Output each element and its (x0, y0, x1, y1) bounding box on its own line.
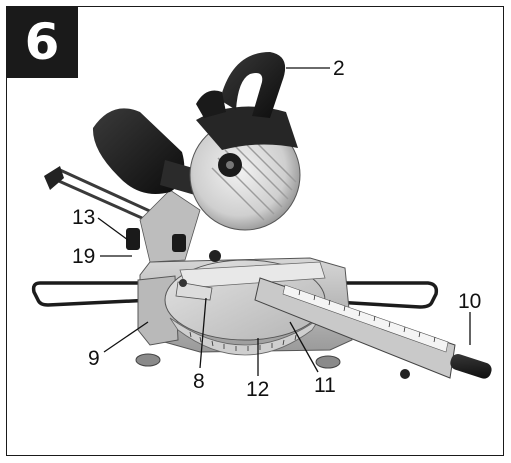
callout-9: 9 (88, 347, 100, 370)
bevel-lock-knob (126, 228, 140, 250)
ruler-scale-strip (282, 284, 449, 353)
bevel-clamp (179, 279, 187, 287)
leader-9 (103, 321, 149, 353)
base-knob (400, 369, 410, 379)
base-foot-left (135, 353, 161, 367)
callout-13: 13 (72, 206, 95, 229)
callout-2: 2 (333, 57, 345, 80)
callout-10: 10 (458, 290, 481, 313)
blade-arbor-bolt (226, 161, 234, 169)
figure-number-badge: 6 (6, 6, 78, 78)
figure-frame (6, 6, 504, 456)
miter-scale-ticks (189, 331, 297, 351)
callout-labels: 2 13 19 10 9 8 12 11 (72, 57, 481, 401)
lower-knob (172, 234, 186, 252)
callout-19: 19 (72, 245, 95, 268)
length-stop-knob (450, 354, 492, 379)
leader-13 (97, 217, 129, 241)
base-foot-right (315, 355, 341, 369)
leader-8 (199, 297, 207, 369)
table-arm (175, 281, 213, 301)
right-extension-wire (330, 281, 439, 309)
callout-8: 8 (193, 370, 205, 393)
leader-11 (289, 321, 319, 373)
saw-handle (220, 52, 286, 118)
callout-11: 11 (314, 374, 336, 397)
rail-end-cap (44, 166, 64, 190)
ruler-ticks (298, 289, 436, 343)
handle-grip-left (196, 90, 226, 118)
motor-housing (196, 106, 298, 150)
dust-bag (92, 108, 185, 194)
table-lock-knob (209, 250, 221, 262)
saw-column (139, 189, 201, 263)
left-extension-wire (31, 281, 153, 307)
callout-12: 12 (246, 378, 269, 401)
leader-lines (97, 67, 471, 376)
